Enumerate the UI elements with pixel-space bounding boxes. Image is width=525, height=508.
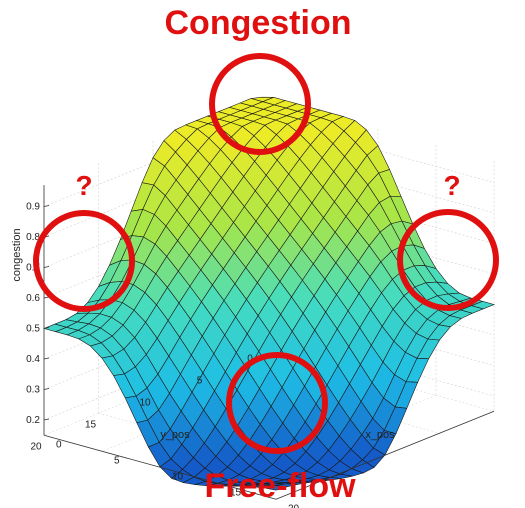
congestion-title: Congestion bbox=[165, 4, 352, 42]
surface-patch bbox=[264, 485, 287, 491]
z-tick-label: 0.7 bbox=[26, 263, 40, 274]
z-tick-mark bbox=[43, 327, 50, 329]
y-tick-label: 20 bbox=[30, 441, 42, 452]
congestion-circle bbox=[209, 53, 311, 155]
annotations: Congestion Free-flow ? ? bbox=[33, 4, 499, 505]
z-tick-label: 0.9 bbox=[26, 202, 40, 213]
x-tick-label: 20 bbox=[288, 503, 300, 508]
z-tick-label: 0.8 bbox=[26, 232, 40, 243]
y-tick-label: 0 bbox=[247, 353, 253, 364]
x-axis-line bbox=[275, 410, 495, 500]
axes-lines bbox=[43, 185, 495, 500]
z-tick-mark bbox=[43, 418, 50, 421]
x-axis-label: x_pos bbox=[365, 429, 395, 441]
z-tick-label: 0.4 bbox=[26, 354, 40, 365]
y-tick-label: 15 bbox=[85, 419, 97, 430]
z-tick-label: 0.6 bbox=[26, 293, 40, 304]
z-axis-label: congestion bbox=[11, 228, 23, 281]
y-tick-label: 5 bbox=[197, 375, 203, 386]
free-flow-title: Free-flow bbox=[204, 467, 356, 505]
y-tick-label: 10 bbox=[139, 397, 151, 408]
x-tick-label: 15 bbox=[230, 487, 242, 498]
x-tick-label: 0 bbox=[56, 439, 62, 450]
left-shelf-circle bbox=[33, 210, 135, 312]
y-axis-label: y_pos bbox=[160, 429, 190, 441]
tick-labels: 0.2 0.3 0.4 0.5 0.6 0.7 0.8 0.9 0 5 10 15 20 0 5 10 15 20 bbox=[26, 202, 299, 508]
z-tick-label: 0.2 bbox=[26, 415, 40, 426]
surface-plot bbox=[43, 96, 495, 491]
z-tick-mark bbox=[43, 266, 50, 268]
z-tick-label: 0.3 bbox=[26, 385, 40, 396]
left-question-mark: ? bbox=[75, 170, 92, 201]
z-tick-label: 0.5 bbox=[26, 324, 40, 335]
y-axis-line bbox=[43, 434, 277, 500]
z-tick-mark bbox=[43, 205, 50, 207]
free-flow-circle bbox=[226, 352, 328, 454]
right-shelf-circle bbox=[397, 209, 499, 311]
x-tick-label: 5 bbox=[114, 455, 120, 466]
z-tick-mark bbox=[43, 357, 50, 360]
right-question-mark: ? bbox=[443, 170, 460, 201]
z-tick-mark bbox=[43, 388, 50, 390]
x-tick-label: 10 bbox=[172, 471, 184, 482]
